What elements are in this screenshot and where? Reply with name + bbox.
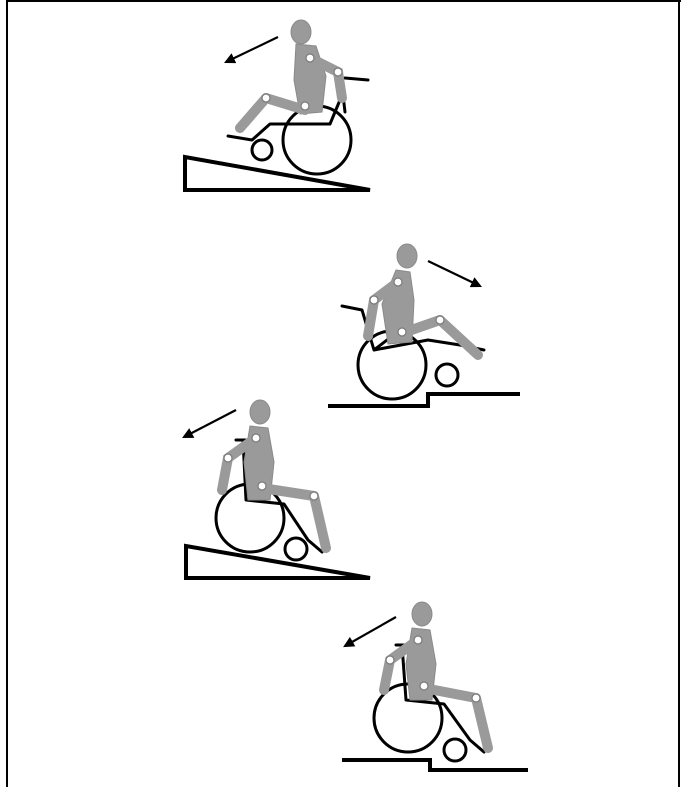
direction-arrow bbox=[345, 617, 396, 646]
head bbox=[250, 400, 270, 424]
ramp bbox=[186, 546, 370, 578]
hip-joint bbox=[420, 682, 428, 690]
caster-wheel bbox=[436, 364, 458, 386]
step bbox=[328, 394, 520, 406]
elbow-joint bbox=[370, 296, 378, 304]
knee-joint bbox=[262, 94, 270, 102]
head bbox=[291, 20, 311, 44]
hip-joint bbox=[301, 102, 309, 110]
seated-person bbox=[384, 602, 488, 748]
knee-joint bbox=[310, 492, 318, 500]
head bbox=[412, 602, 432, 626]
direction-arrow bbox=[184, 410, 236, 437]
elbow-joint bbox=[334, 68, 342, 76]
seated-person bbox=[368, 244, 478, 355]
lower-leg bbox=[476, 698, 488, 748]
caster-wheel bbox=[444, 739, 466, 761]
shoulder-joint bbox=[252, 434, 260, 442]
lower-leg bbox=[440, 320, 478, 355]
caster-wheel bbox=[252, 140, 272, 160]
knee-joint bbox=[436, 316, 444, 324]
head bbox=[397, 244, 417, 268]
seated-person bbox=[240, 20, 342, 128]
illustration-descend-step-backward bbox=[328, 244, 520, 406]
caster-wheel bbox=[285, 538, 307, 560]
direction-arrow bbox=[428, 261, 480, 286]
shoulder-joint bbox=[414, 636, 422, 644]
seated-person bbox=[222, 400, 326, 548]
shoulder-joint bbox=[394, 278, 402, 286]
lower-leg bbox=[240, 98, 266, 128]
shoulder-joint bbox=[306, 54, 314, 62]
hip-joint bbox=[398, 328, 406, 336]
step bbox=[342, 760, 528, 770]
lower-leg bbox=[314, 496, 326, 548]
illustration-climb-step-leaning bbox=[342, 602, 528, 770]
elbow-joint bbox=[224, 454, 232, 462]
rear-wheel bbox=[283, 106, 351, 174]
hip-joint bbox=[258, 482, 266, 490]
knee-joint bbox=[472, 694, 480, 702]
direction-arrow bbox=[226, 37, 278, 62]
elbow-joint bbox=[386, 656, 394, 664]
illustration-ascend-ramp-leaning bbox=[184, 400, 370, 578]
illustration-ascend-ramp-forward bbox=[185, 20, 370, 190]
